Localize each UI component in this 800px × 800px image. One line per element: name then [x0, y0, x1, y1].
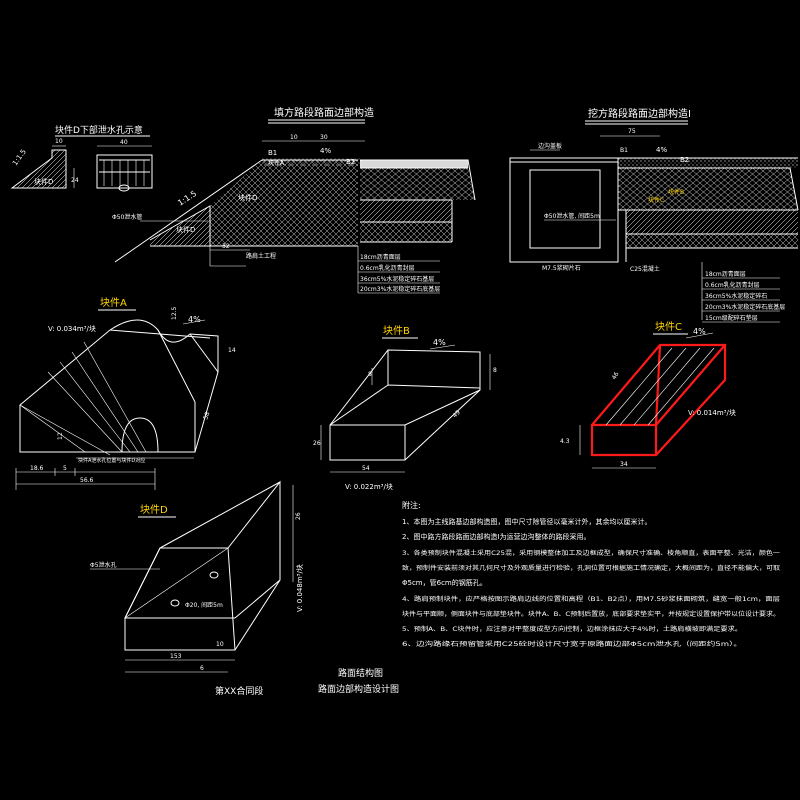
- cut-layer-1: 18cm沥青面层: [705, 270, 746, 278]
- block-b-volume: V: 0.022m³/块: [345, 482, 393, 491]
- fill-section-title: 填方路段路面边部构造: [274, 106, 374, 119]
- dim-40: 40: [120, 139, 128, 146]
- cut-mortar-label: M7.5浆砌片石: [542, 264, 581, 272]
- fill-soil-label: 路肩土工程: [246, 252, 276, 260]
- fill-block-d-label: 块件D: [176, 225, 195, 234]
- note-2: 2、图中路方路段路面边部构造Ⅰ为运营边沟整体的路段采用。: [402, 532, 591, 541]
- note-6: 6、边沟路缘石预留管采用C25砼时设计尺寸宽于原路面边部Φ5cm泄水孔（间距约5…: [402, 640, 742, 648]
- cut-b1: B1: [620, 147, 628, 154]
- drain-hole-detail: 块件D下部泄水孔示意 10 1:1.5 块件D 24 40: [10, 124, 153, 192]
- cut-layer-4: 20cm3%水泥稳定碎石底基层: [705, 303, 785, 311]
- block-b-dim-26: 26: [313, 440, 321, 447]
- cut-layer-3: 36cm5%水泥稳定碎石: [705, 292, 767, 300]
- block-c-volume: V: 0.014m³/块: [688, 408, 736, 417]
- block-a-drawing: 块件A V: 0.034m³/块 14 12.5 4% 58 12 块件A泄水孔…: [15, 297, 236, 490]
- block-d-phi-label: Φ5泄水孔: [90, 561, 117, 569]
- block-a-dim-12: 12: [57, 432, 64, 440]
- cut-block-c-label: 块件C: [648, 196, 664, 204]
- block-b-dim-49: 49: [451, 409, 461, 419]
- block-a-note: 块件A泄水孔位置与块件D对应: [78, 457, 145, 464]
- note-3b: 致，预制件安装前须对其几何尺寸及外观质量进行检验，孔洞位置可根据施工情况确定，大…: [402, 564, 780, 572]
- cut-dim-75: 75: [628, 128, 636, 135]
- drain-hole-title: 块件D下部泄水孔示意: [55, 124, 143, 136]
- note-4b: 块件与平面顺，侧面块件与底部垫块件。块件A、B、C预制后置放，底部要求垫实平，并…: [402, 610, 780, 618]
- block-a-dim-5: 5: [63, 465, 67, 472]
- cut-top-label: 边沟盖板: [538, 142, 562, 150]
- cut-c25-label: C25混凝土: [630, 265, 660, 273]
- dim-10: 10: [55, 138, 63, 145]
- block-d-volume: V: 0.048m³/块: [295, 564, 304, 612]
- footer-structure: 路面结构图: [338, 667, 383, 679]
- cut-layer-5: 15cm级配碎石垫层: [705, 314, 758, 322]
- block-d-dim-153: 153: [170, 653, 182, 660]
- cut-layer-2: 0.6cm乳化沥青封层: [705, 281, 760, 289]
- cut-section-title: 挖方路段路面边部构造Ⅰ: [588, 107, 691, 120]
- fill-b1: B1: [268, 149, 277, 157]
- block-a-dim-58: 58: [202, 411, 211, 421]
- slope-label-small: 1:1.5: [11, 148, 28, 167]
- block-c-4pct: 4%: [693, 327, 706, 336]
- fill-layer-3: 36cm5%水泥稳定碎石基层: [360, 275, 434, 283]
- block-a-volume: V: 0.034m³/块: [48, 324, 96, 333]
- cut-4pct: 4%: [656, 146, 667, 154]
- block-c-dim-4-3: 4.3: [560, 438, 570, 445]
- fill-block-d-label-2: 块件D: [238, 193, 257, 202]
- fill-dim-10: 10: [290, 134, 298, 141]
- note-3c: Φ5cm，管6cm的钢筋孔。: [402, 578, 487, 587]
- block-d-dim-10: 10: [216, 641, 224, 648]
- footer-contract: 第XX合同段: [215, 685, 263, 697]
- block-b-4pct: 4%: [433, 338, 446, 347]
- block-a-dim-12-5: 12.5: [171, 306, 178, 320]
- cut-section: 挖方路段路面边部构造Ⅰ 75 B1 4% B2 边沟盖板 Φ50泄水管, 间距5…: [509, 107, 799, 323]
- fill-section: 填方路段路面边部构造 10 30 B1 4% B2 1:1.5 块件D 块件D …: [112, 106, 476, 294]
- dim-24: 24: [71, 177, 79, 184]
- block-d-dim-26: 26: [295, 512, 302, 520]
- block-c-dim-34: 34: [620, 461, 628, 468]
- block-c-dim-46: 46: [611, 371, 621, 381]
- block-b-drawing: 块件B 4% 8 8 49 26 54 V: 0.022m³/块: [313, 325, 497, 491]
- notes-block: 附注: 1、本图为主线路基边部构造图，图中尺寸除管径以毫米计外，其余均以厘米计。…: [402, 500, 780, 648]
- block-c-title: 块件C: [655, 321, 682, 333]
- block-b-title: 块件B: [383, 325, 410, 337]
- fill-block-a-label: 块件A: [268, 159, 285, 167]
- footer-design-title: 路面边部构造设计图: [318, 683, 399, 695]
- note-5: 5、预制A、B、C块件时，应注意对平整度成型方向控制，边框涂抹应大于4%时，土路…: [402, 625, 742, 633]
- block-a-4pct: 4%: [188, 315, 201, 324]
- notes-heading: 附注:: [402, 500, 421, 510]
- note-3: 3、各类预制块件混凝土采用C25混，采用钢模整体加工及边框成型，确保尺寸准确、棱…: [402, 549, 780, 557]
- block-b-dim-8b: 8: [493, 367, 497, 374]
- slope-label-big: 1:1.5: [176, 189, 198, 208]
- block-a-dim-18-6: 18.6: [30, 465, 44, 472]
- fill-dim-30: 30: [320, 134, 328, 141]
- block-a-title: 块件A: [100, 297, 127, 309]
- block-c-drawing: 块件C 4% 46 V: 0.014m³/块 4.3 34: [560, 321, 736, 469]
- block-a-dim-14: 14: [228, 347, 236, 354]
- block-b-dim-8: 8: [368, 371, 372, 378]
- block-d-title: 块件D: [140, 504, 168, 516]
- block-d-dim-6: 6: [200, 665, 204, 672]
- title-block: 第XX合同段 路面结构图 路面边部构造设计图: [215, 667, 399, 697]
- fill-layer-2: 0.6cm乳化沥青封层: [360, 264, 415, 272]
- fill-4pct: 4%: [320, 147, 331, 155]
- block-a-dim-56-6: 56.6: [80, 477, 94, 484]
- block-b-dim-54: 54: [362, 465, 370, 472]
- cut-pipe-label: Φ50泄水管, 间距5m: [544, 212, 600, 220]
- drain-block-d-label: 块件D: [34, 177, 53, 186]
- fill-pipe-label: Φ50泄水管: [112, 213, 142, 221]
- fill-layer-4: 20cm3%水泥稳定碎石底基层: [360, 285, 440, 293]
- note-1: 1、本图为主线路基边部构造图，图中尺寸除管径以毫米计外，其余均以厘米计。: [402, 517, 651, 526]
- block-d-drawing: 块件D Φ5泄水孔 Φ20, 间距5m 26 V: 0.048m³/块 153 …: [90, 480, 304, 673]
- cut-block-b-label: 块件B: [668, 188, 684, 196]
- fill-dim-32: 32: [222, 243, 230, 250]
- note-4: 4、路肩预制块件，应严格按图示路肩边线的位置和高程（B1、B2点），用M7.5砂…: [402, 595, 780, 603]
- block-d-phi-b: Φ20, 间距5m: [185, 601, 223, 609]
- fill-layer-1: 18cm沥青面层: [360, 253, 401, 261]
